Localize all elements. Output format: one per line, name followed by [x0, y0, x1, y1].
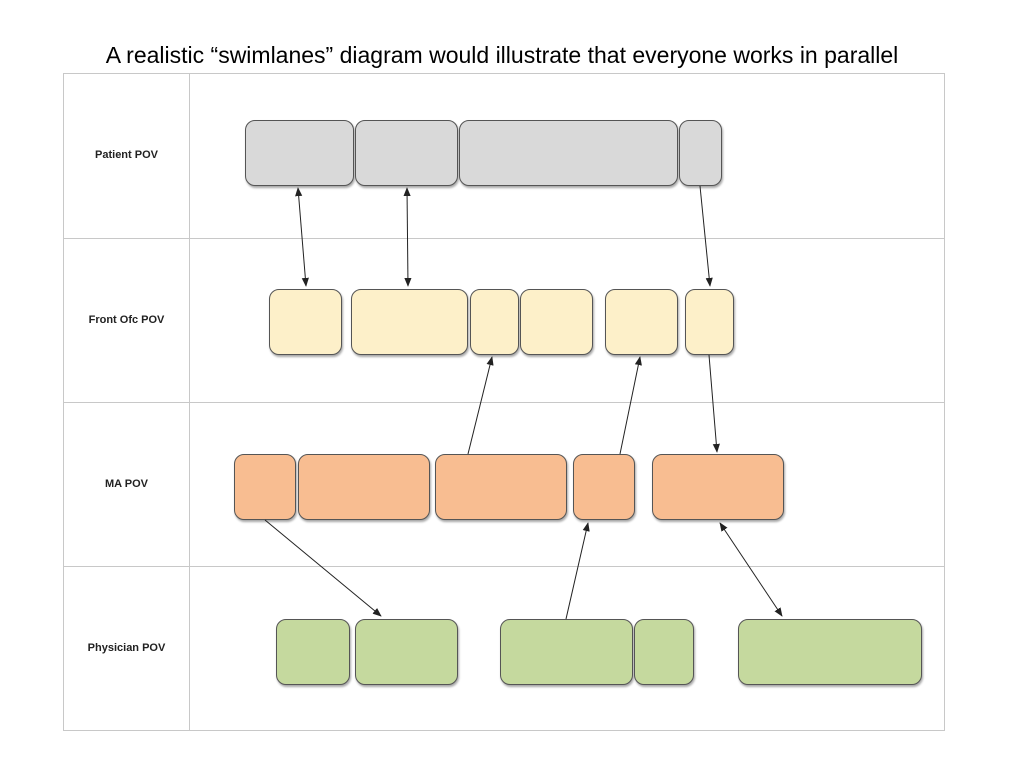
- front-office-task-block: [351, 289, 468, 355]
- physician-task-block: [738, 619, 922, 685]
- physician-task-block: [500, 619, 633, 685]
- patient-task-block: [459, 120, 678, 186]
- patient-task-block: [679, 120, 722, 186]
- physician-task-block: [634, 619, 694, 685]
- lane-divider: [64, 238, 944, 239]
- front-office-task-block: [470, 289, 519, 355]
- handoff-arrow-ma-to-physician: [264, 519, 382, 617]
- physician-task-block: [355, 619, 458, 685]
- handoff-arrow-front-office-to-ma: [708, 354, 720, 453]
- patient-task-block: [245, 120, 354, 186]
- handoff-arrow-ma-to-front-office: [467, 356, 494, 455]
- slide-title: A realistic “swimlanes” diagram would il…: [105, 42, 899, 68]
- handoff-arrow-ma-physician: [719, 522, 783, 617]
- front-office-task-block: [520, 289, 593, 355]
- physician-task-block: [276, 619, 350, 685]
- handoff-arrow-patient-front-office: [295, 187, 309, 287]
- ma-task-block: [298, 454, 430, 520]
- lane-label-front-office: Front Ofc POV: [88, 314, 165, 326]
- ma-task-block: [435, 454, 567, 520]
- handoff-arrow-ma-to-front-office: [619, 356, 642, 455]
- lane-divider: [64, 402, 944, 403]
- handoff-arrow-physician-to-ma: [565, 522, 590, 620]
- front-office-task-block: [605, 289, 678, 355]
- front-office-task-block: [685, 289, 734, 355]
- handoff-arrow-patient-to-front-office: [699, 185, 713, 287]
- lane-label-patient: Patient POV: [95, 149, 158, 161]
- lane-label-ma: MA POV: [105, 478, 148, 490]
- ma-task-block: [234, 454, 296, 520]
- front-office-task-block: [269, 289, 342, 355]
- lane-divider: [64, 566, 944, 567]
- ma-task-block: [652, 454, 784, 520]
- patient-task-block: [355, 120, 458, 186]
- handoff-arrow-patient-front-office: [403, 187, 412, 287]
- lane-label-physician: Physician POV: [87, 642, 166, 654]
- ma-task-block: [573, 454, 635, 520]
- swimlane-diagram: Patient POV Front Ofc POV MA POV Physici…: [63, 73, 945, 731]
